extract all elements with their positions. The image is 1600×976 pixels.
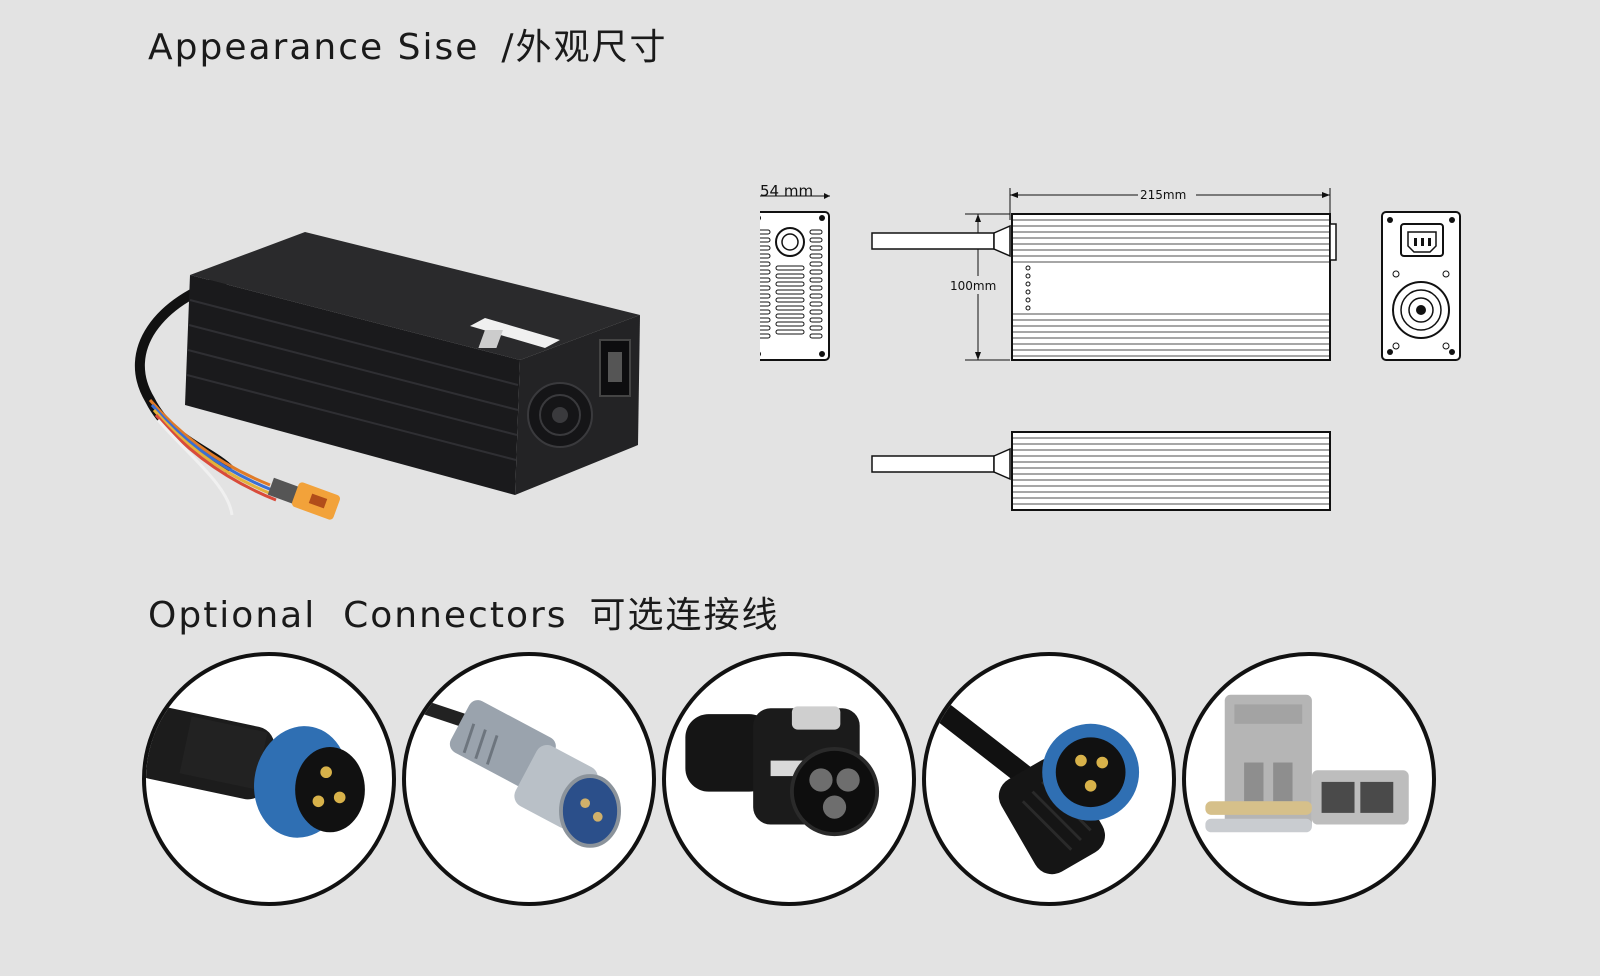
black-industrial-connector-icon [685, 706, 880, 837]
dimension-drawings: 54 mm [760, 182, 1461, 511]
appearance-size-heading: Appearance Sise/外观尺寸 [148, 18, 668, 70]
width-dimension-label: 54 mm [760, 182, 813, 200]
appearance-title-en: Appearance Sise [148, 27, 480, 68]
appearance-title-cn: /外观尺寸 [501, 27, 668, 68]
charger-product-image [134, 232, 640, 520]
rear-view-drawing [1381, 211, 1461, 361]
side-view-drawing: 215mm 100mm [871, 188, 1337, 361]
connector-option-5[interactable] [1182, 652, 1436, 906]
aviation-metal-connector-icon [413, 697, 622, 848]
front-view-drawing: 54 mm [760, 182, 830, 361]
round-waterproof-connector-blue-icon [146, 706, 365, 838]
height-dimension-label: 100mm [950, 279, 996, 293]
connector-option-2[interactable] [402, 652, 656, 906]
anderson-grey-connector-icon [1205, 694, 1409, 833]
connectors-title-cn: 可选连接线 [589, 595, 780, 636]
optional-connectors-heading: Optional Connectors 可选连接线 [148, 586, 780, 638]
right-angle-blue-connector-icon [934, 703, 1140, 875]
length-dimension-label: 215mm [1140, 188, 1186, 202]
connector-option-3[interactable] [662, 652, 916, 906]
bottom-view-drawing [871, 431, 1331, 511]
connectors-title-en: Optional Connectors [148, 595, 568, 636]
connector-option-1[interactable] [142, 652, 396, 906]
connector-option-4[interactable] [922, 652, 1176, 906]
